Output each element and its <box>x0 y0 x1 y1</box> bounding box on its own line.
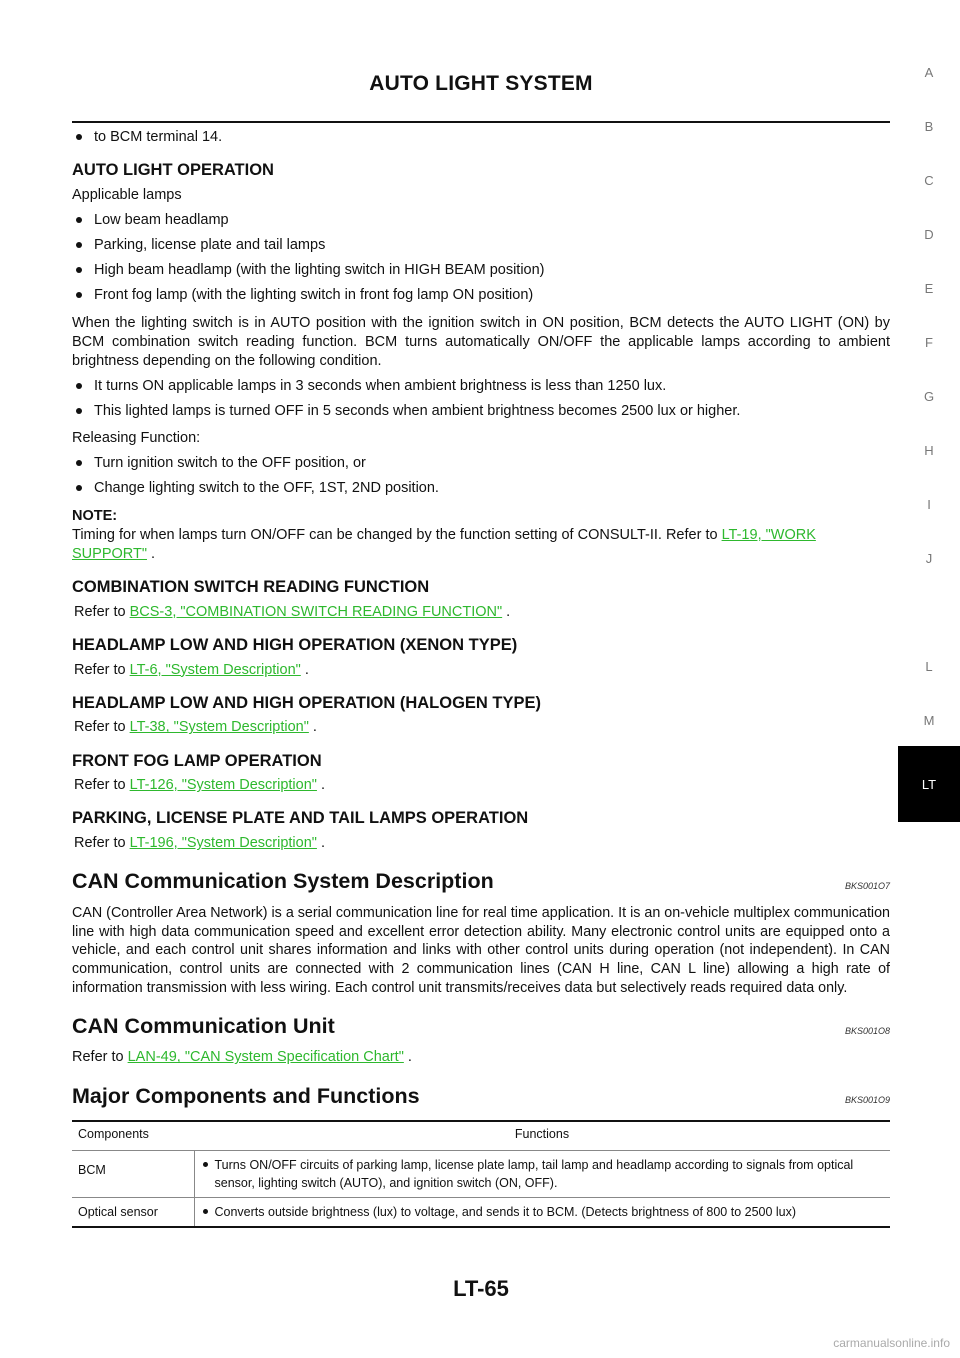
index-letter-d[interactable]: D <box>924 227 934 242</box>
refer-end: . <box>300 661 309 678</box>
index-letter-a[interactable]: A <box>924 65 934 80</box>
refer-end: . <box>403 1049 412 1066</box>
lt-6-link[interactable]: LT-6, "System Description" <box>129 661 301 678</box>
refer-text: Refer to <box>72 1049 128 1066</box>
index-letter-b[interactable]: B <box>924 119 934 134</box>
can-system-heading: CAN Communication System Description BKS0… <box>72 867 890 895</box>
intro-bullet: to BCM terminal 14. <box>72 128 890 147</box>
refer-end: . <box>502 603 511 620</box>
refer-text: Refer to <box>74 777 130 794</box>
fog-lamp-refer: Refer to LT-126, "System Description" . <box>72 776 890 795</box>
functions-column-header: Functions <box>194 1119 890 1152</box>
watermark: carmanualsonline.info <box>833 1336 950 1350</box>
can-system-code: BKS001O7 <box>844 880 890 891</box>
refer-end: . <box>316 777 325 794</box>
bcs-3-link[interactable]: BCS-3, "COMBINATION SWITCH READING FUNCT… <box>129 603 503 620</box>
note-end: . <box>146 545 156 562</box>
function-cell: Turns ON/OFF circuits of parking lamp, l… <box>194 1150 890 1199</box>
combination-switch-refer: Refer to BCS-3, "COMBINATION SWITCH READ… <box>72 603 890 622</box>
index-letter-j[interactable]: J <box>925 551 933 566</box>
parking-lamps-heading: PARKING, LICENSE PLATE AND TAIL LAMPS OP… <box>72 809 529 828</box>
can-unit-code: BKS001O8 <box>844 1025 890 1036</box>
fog-lamp-heading: FRONT FOG LAMP OPERATION <box>72 751 322 770</box>
auto-light-description: When the lighting switch is in AUTO posi… <box>72 314 890 369</box>
index-letter-h[interactable]: H <box>924 443 934 458</box>
note-body: Timing for when lamps turn ON/OFF can be… <box>72 526 722 543</box>
components-column-header: Components <box>72 1119 194 1152</box>
can-system-text: CAN (Controller Area Network) is a seria… <box>72 904 890 997</box>
table-row: BCM Turns ON/OFF circuits of parking lam… <box>72 1150 890 1199</box>
refer-text: Refer to <box>74 835 130 852</box>
can-unit-title: CAN Communication Unit <box>72 1014 335 1039</box>
component-cell: BCM <box>72 1150 195 1199</box>
xenon-heading: HEADLAMP LOW AND HIGH OPERATION (XENON T… <box>72 635 518 654</box>
major-components-title: Major Components and Functions <box>72 1083 420 1108</box>
components-table: Components Functions BCM Turns ON/OFF ci… <box>72 1119 890 1229</box>
auto-light-heading: AUTO LIGHT OPERATION <box>72 161 274 180</box>
can-unit-refer: Refer to LAN-49, "CAN System Specificati… <box>72 1048 890 1067</box>
note-label: NOTE: <box>72 507 118 524</box>
component-cell: Optical sensor <box>72 1197 195 1229</box>
refer-end: . <box>308 719 317 736</box>
index-letter-f[interactable]: F <box>925 335 933 350</box>
function-text: Converts outside brightness (lux) to vol… <box>201 1203 885 1221</box>
xenon-refer: Refer to LT-6, "System Description" . <box>72 661 890 680</box>
index-letter-i[interactable]: I <box>927 497 931 512</box>
main-content: to BCM terminal 14. AUTO LIGHT OPERATION… <box>72 128 890 1229</box>
lamp-item: Parking, license plate and tail lamps <box>72 236 890 255</box>
index-letter-l[interactable]: L <box>925 659 933 674</box>
parking-lamps-refer: Refer to LT-196, "System Description" . <box>72 834 890 853</box>
header-rule <box>72 121 890 123</box>
halogen-heading: HEADLAMP LOW AND HIGH OPERATION (HALOGEN… <box>72 693 542 712</box>
major-components-heading: Major Components and Functions BKS001O9 <box>72 1082 890 1110</box>
can-system-title: CAN Communication System Description <box>72 869 494 894</box>
refer-text: Refer to <box>74 661 130 678</box>
applicable-lamps-label: Applicable lamps <box>72 186 182 203</box>
note-link[interactable]: LT-19, "WORK SUPPORT" <box>72 526 816 562</box>
function-cell: Converts outside brightness (lux) to vol… <box>194 1197 890 1229</box>
note-text: Timing for when lamps turn ON/OFF can be… <box>72 526 890 564</box>
lt-126-link[interactable]: LT-126, "System Description" <box>129 777 317 794</box>
section-index: A B C D E F G H I J LT L M <box>898 0 960 1358</box>
index-letter-m[interactable]: M <box>923 713 935 728</box>
refer-text: Refer to <box>74 719 130 736</box>
index-letter-g[interactable]: G <box>923 389 935 404</box>
function-text: Turns ON/OFF circuits of parking lamp, l… <box>201 1156 885 1192</box>
index-letter-c[interactable]: C <box>924 173 934 188</box>
page-title: AUTO LIGHT SYSTEM <box>369 72 593 95</box>
releasing-label: Releasing Function: <box>72 430 201 447</box>
lamp-item: Front fog lamp (with the lighting switch… <box>72 286 890 305</box>
lan-49-link[interactable]: LAN-49, "CAN System Specification Chart" <box>127 1049 404 1066</box>
lamp-item: Low beam headlamp <box>72 211 890 230</box>
condition-item: This lighted lamps is turned OFF in 5 se… <box>72 402 890 421</box>
can-unit-heading: CAN Communication Unit BKS001O8 <box>72 1012 890 1040</box>
releasing-item: Change lighting switch to the OFF, 1ST, … <box>72 479 890 498</box>
index-letter-e[interactable]: E <box>924 281 934 296</box>
refer-text: Refer to <box>74 603 130 620</box>
page-number: LT-65 <box>453 1276 509 1301</box>
refer-end: . <box>316 835 325 852</box>
lt-38-link[interactable]: LT-38, "System Description" <box>129 719 309 736</box>
table-row: Optical sensor Converts outside brightne… <box>72 1197 890 1229</box>
releasing-item: Turn ignition switch to the OFF position… <box>72 454 890 473</box>
table-header-row: Components Functions <box>72 1119 890 1152</box>
major-components-code: BKS001O9 <box>844 1095 890 1106</box>
combination-switch-heading: COMBINATION SWITCH READING FUNCTION <box>72 577 430 596</box>
condition-item: It turns ON applicable lamps in 3 second… <box>72 377 890 396</box>
lamp-item: High beam headlamp (with the lighting sw… <box>72 261 890 280</box>
lt-196-link[interactable]: LT-196, "System Description" <box>129 835 317 852</box>
halogen-refer: Refer to LT-38, "System Description" . <box>72 718 890 737</box>
index-tab-active[interactable]: LT <box>898 746 960 822</box>
